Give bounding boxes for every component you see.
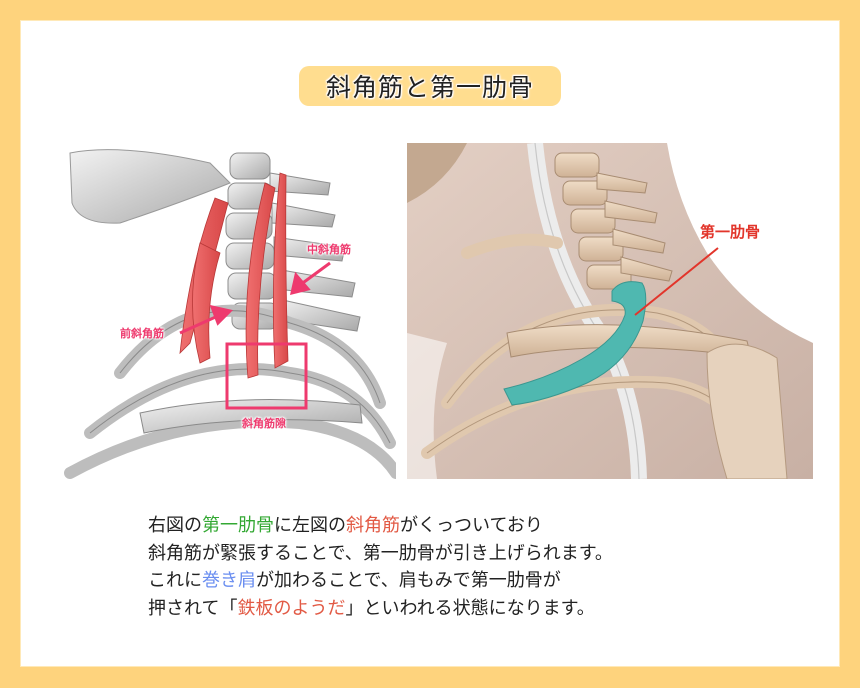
text-line-3: これに巻き肩が加わることで、肩もみで第一肋骨が	[148, 567, 748, 595]
text-span: これに	[148, 570, 202, 591]
text-line-4: 押されて「鉄板のようだ」といわれる状態になります。	[148, 595, 748, 623]
label-first-rib: 第一肋骨	[700, 223, 761, 241]
page-title: 斜角筋と第一肋骨	[325, 73, 534, 102]
highlight-iron-plate: 鉄板のようだ	[237, 597, 346, 619]
highlight-scalene: 斜角筋	[346, 515, 400, 536]
first-rib-illustration: 第一肋骨	[407, 143, 813, 479]
scalene-muscles-illustration: 中斜角筋 前斜角筋 斜角筋隙	[60, 143, 396, 479]
text-span: に左図の	[274, 515, 346, 536]
highlight-first-rib: 第一肋骨	[202, 515, 274, 536]
skeleton-gray-image	[64, 149, 396, 479]
skeleton-beige-image	[407, 143, 813, 479]
text-span: 」といわれる状態になります。	[345, 597, 595, 619]
explanation-text: 右図の第一肋骨に左図の斜角筋がくっついており 斜角筋が緊張することで、第一肋骨が…	[148, 512, 748, 622]
text-line-2: 斜角筋が緊張することで、第一肋骨が引き上げられます。	[148, 540, 748, 568]
text-span: 押されて「	[148, 597, 238, 619]
text-span: 右図の	[148, 515, 202, 536]
label-scalene-gap: 斜角筋隙	[242, 417, 286, 430]
label-anterior-scalene: 前斜角筋	[120, 327, 164, 340]
text-span: がくっついており	[400, 515, 543, 536]
text-span: が加わることで、肩もみで第一肋骨が	[256, 570, 561, 591]
text-span: 斜角筋が緊張することで、第一肋骨が引き上げられます。	[148, 542, 613, 564]
text-line-1: 右図の第一肋骨に左図の斜角筋がくっついており	[148, 512, 748, 540]
label-middle-scalene: 中斜角筋	[307, 243, 351, 256]
title-banner: 斜角筋と第一肋骨	[299, 66, 561, 106]
highlight-rounded-shoulders: 巻き肩	[202, 570, 256, 591]
